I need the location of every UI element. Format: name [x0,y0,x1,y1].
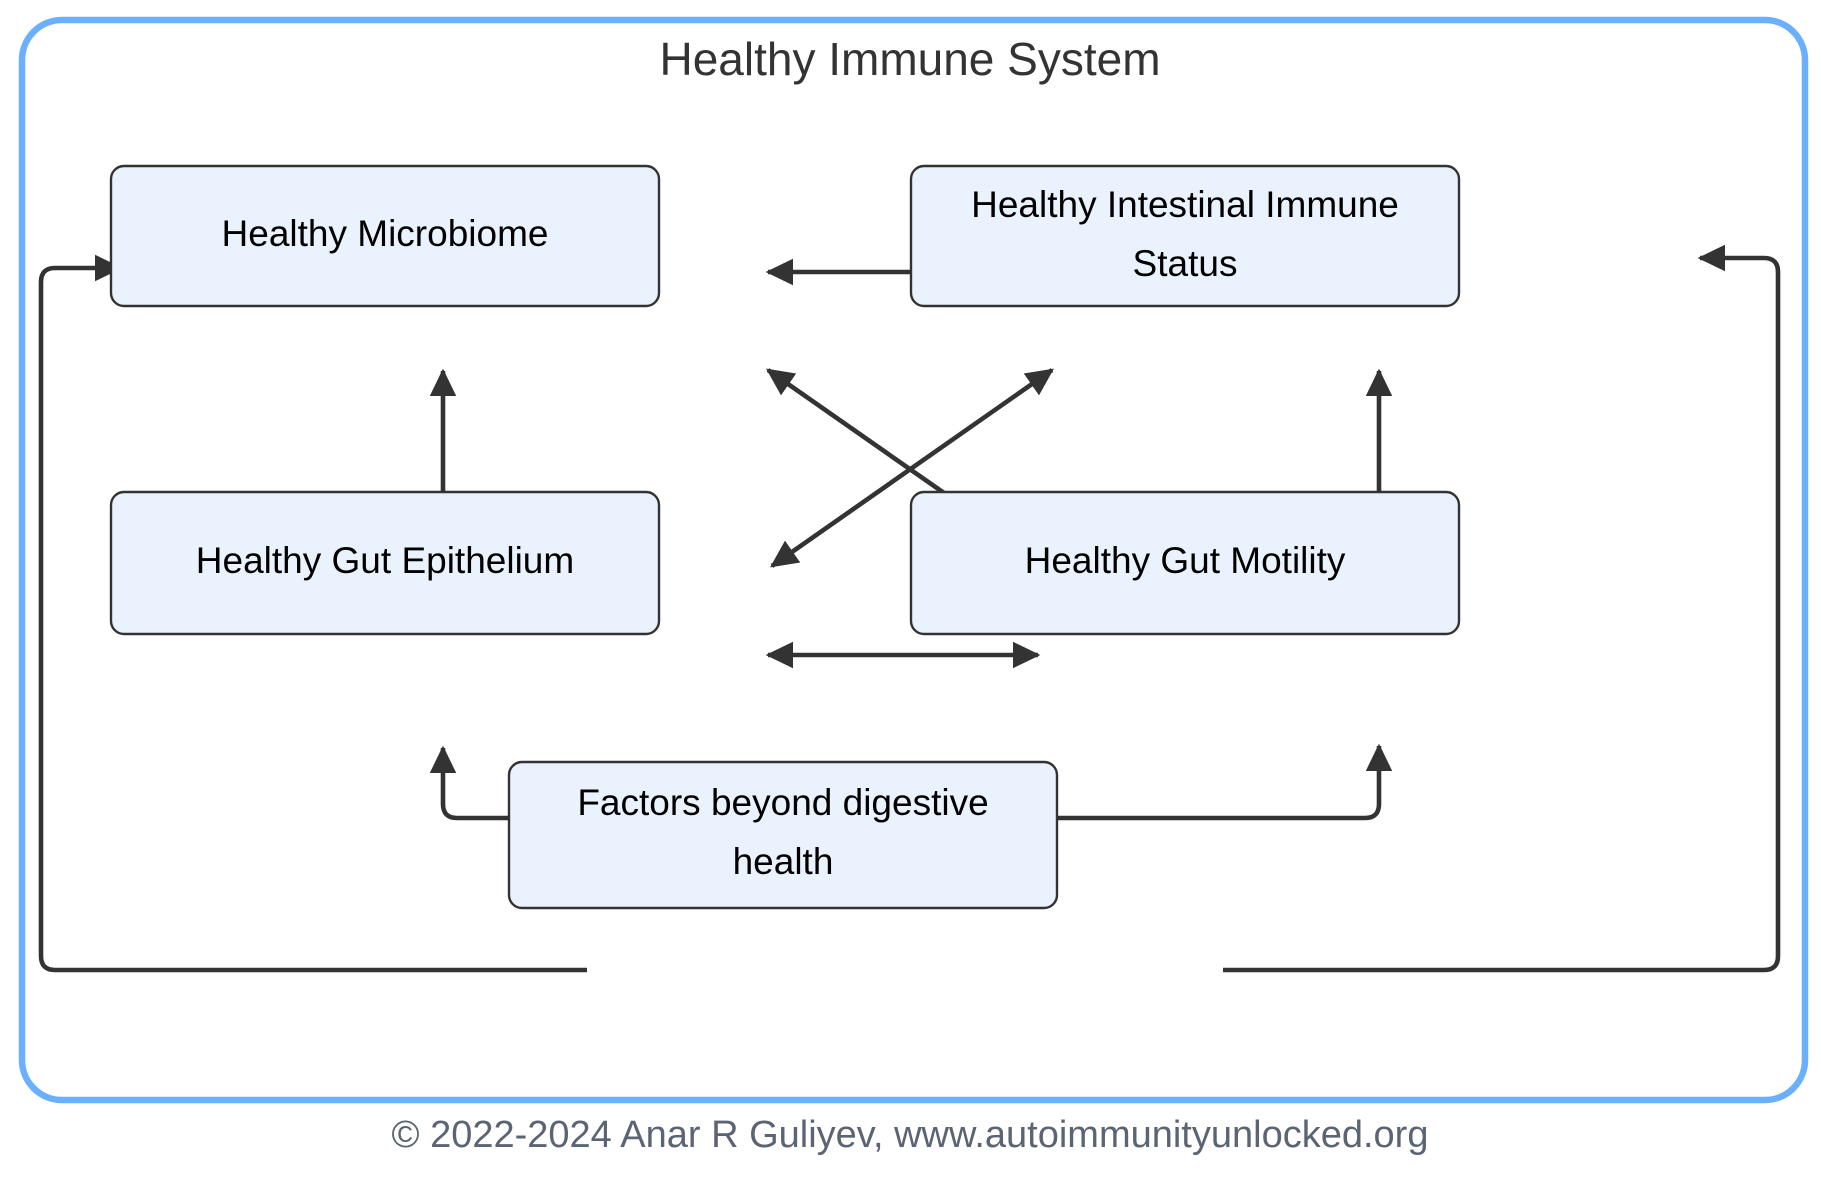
outer-frame [18,16,1809,1104]
node-healthy-gut-motility-label: Healthy Gut Motility [1025,540,1346,581]
node-healthy-intestinal-immune-status-label-line2: Status [1133,243,1238,284]
page-title: Healthy Immune System [659,33,1160,85]
node-healthy-gut-epithelium[interactable]: Healthy Gut Epithelium [109,490,661,636]
node-healthy-intestinal-immune-status-label-line1: Healthy Intestinal Immune [971,184,1399,225]
node-healthy-gut-motility[interactable]: Healthy Gut Motility [909,490,1461,636]
copyright-notice: © 2022-2024 Anar R Guliyev, www.autoimmu… [392,1114,1429,1156]
node-healthy-microbiome[interactable]: Healthy Microbiome [109,164,661,308]
node-factors-beyond-digestive-health-box[interactable] [507,760,1059,910]
edge-immune-status-epithelium [770,368,1054,568]
node-factors-beyond-digestive-health-label-line1: Factors beyond digestive [577,782,988,823]
node-healthy-gut-epithelium-label: Healthy Gut Epithelium [196,540,574,581]
node-factors-beyond-digestive-health-label-line2: health [733,841,834,882]
edge-factors-microbiome [38,254,587,973]
node-healthy-intestinal-immune-status[interactable]: Healthy Intestinal Immune Status [909,164,1461,308]
node-healthy-gut-epithelium-box[interactable] [109,490,661,636]
edge-factors-immune-status [1223,244,1781,973]
node-healthy-microbiome-label: Healthy Microbiome [222,213,549,254]
node-healthy-microbiome-box[interactable] [109,164,661,308]
node-healthy-gut-motility-box[interactable] [909,490,1461,636]
node-factors-beyond-digestive-health[interactable]: Factors beyond digestive health [507,760,1059,910]
node-healthy-intestinal-immune-status-box[interactable] [909,164,1461,308]
